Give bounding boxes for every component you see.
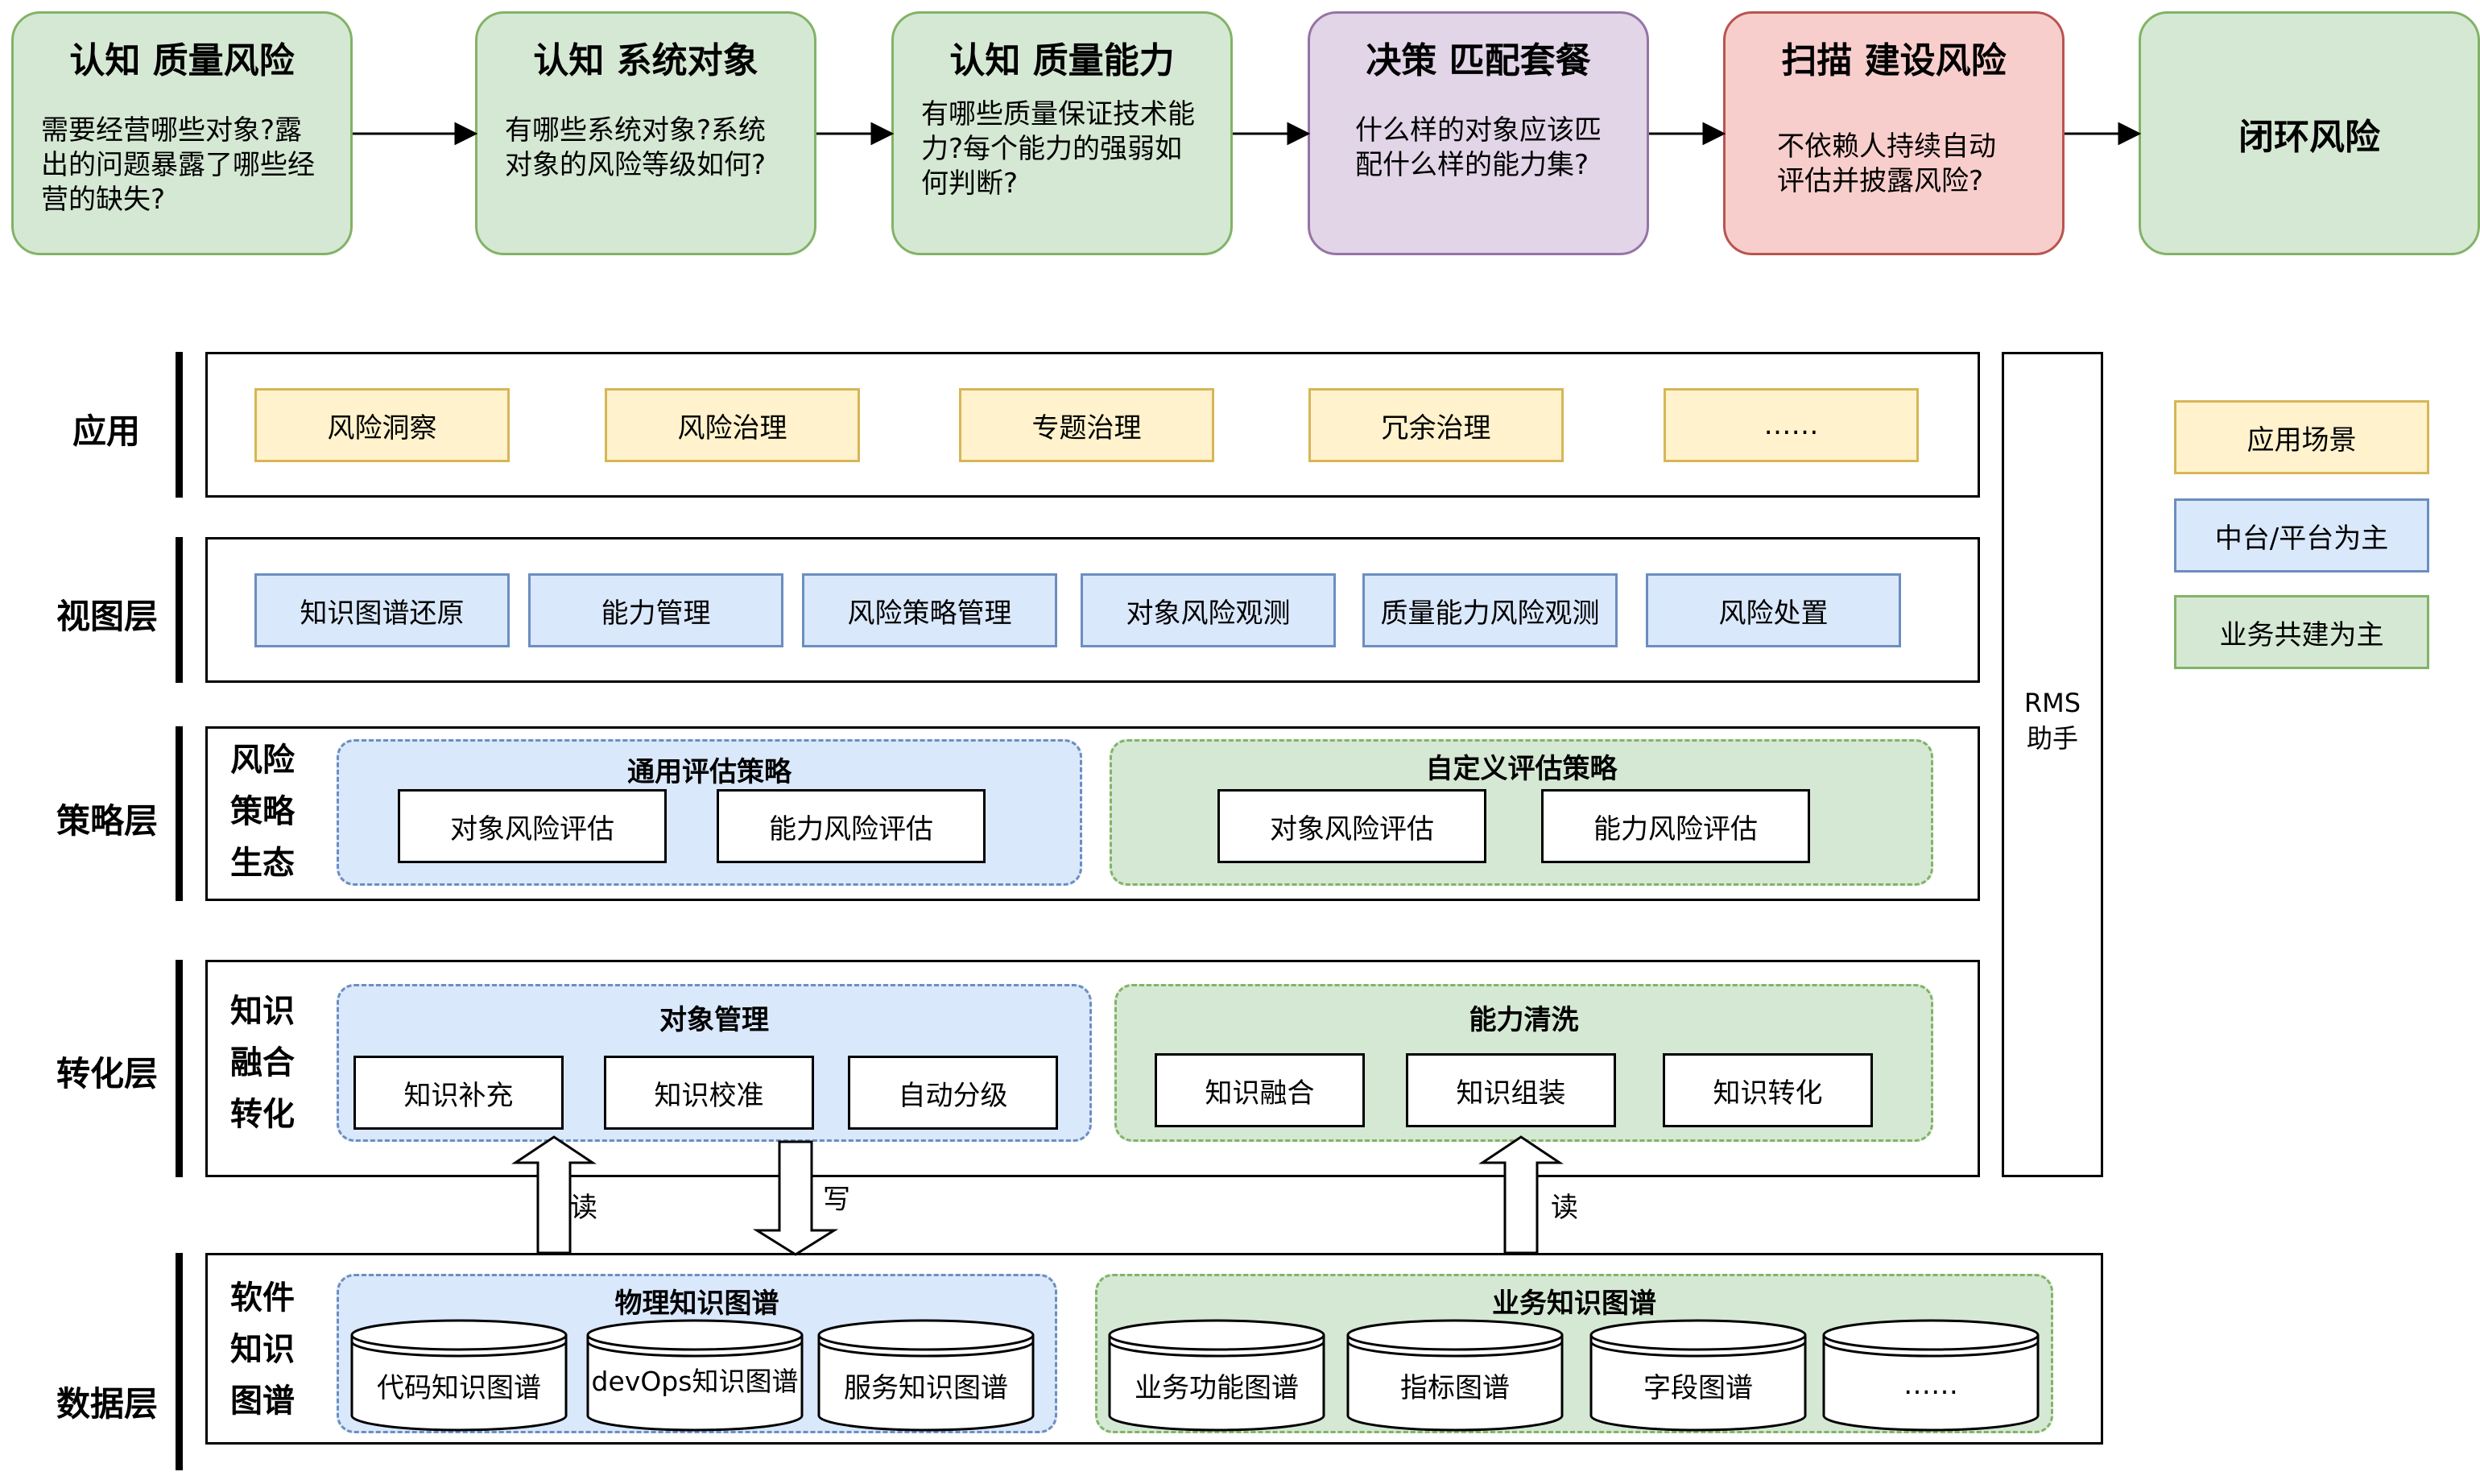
app-item: 风险治理 [605,388,860,462]
stage-question: 有哪些质量保证技术能力?每个能力的强弱如何判断? [921,98,1195,200]
stage-3: 认知 质量能力 有哪些质量保证技术能力?每个能力的强弱如何判断? [891,11,1233,255]
side-label-line: 风险 [230,742,295,779]
group-title: 能力清洗 [1469,1004,1579,1036]
group-title: 自定义评估策略 [1425,753,1618,785]
cylinder-label: 代码知识图谱 [377,1371,541,1404]
side-label-line: 软件 [230,1279,295,1317]
flow-arrowhead [1702,122,1726,146]
strategy-item: 对象风险评估 [1217,789,1486,863]
app-item: 专题治理 [959,388,1214,462]
flow-arrowhead [2118,122,2142,146]
side-label-line: 生态 [230,845,295,882]
cylinder-label: 服务知识图谱 [844,1371,1008,1404]
read-arrow [1478,1135,1564,1255]
side-label-line: 转化 [230,1096,295,1133]
group-title: 对象管理 [659,1004,769,1036]
read-label: 读 [570,1192,597,1224]
view-item: 风险策略管理 [802,573,1057,647]
stage-1: 认知 质量风险 需要经营哪些对象?露出的问题暴露了哪些经营的缺失? [11,11,353,255]
cylinder-label: 指标图谱 [1400,1371,1510,1404]
view-item: 对象风险观测 [1081,573,1336,647]
stage-question: 有哪些系统对象?系统对象的风险等级如何? [505,114,767,181]
group-title: 通用评估策略 [627,756,792,788]
stage-title: 闭环风险 [2238,116,2380,158]
side-label-line: 知识 [230,993,295,1030]
rms-assistant-panel: RMS助手 [2002,352,2103,1177]
group-title: 业务知识图谱 [1492,1288,1656,1320]
cylinder-label: 业务功能图谱 [1135,1371,1299,1404]
transform-item: 自动分级 [848,1056,1058,1130]
stage-title: 认知 质量能力 [949,40,1175,81]
layer-bar [176,537,183,683]
cylinder-label: 字段图谱 [1643,1371,1753,1404]
write-label: 写 [823,1184,850,1216]
layer-label-app: 应用 [72,411,141,451]
transform-item: 知识校准 [604,1056,814,1130]
strategy-item: 能力风险评估 [717,789,986,863]
view-item: 知识图谱还原 [254,573,510,647]
flow-arrowhead [870,122,895,146]
layer-bar [176,352,183,498]
group-title: 物理知识图谱 [614,1288,779,1320]
legend-app-scenario: 应用场景 [2174,400,2429,474]
transform-side-label: 知识 融合 转化 [230,986,303,1140]
app-item: 风险洞察 [254,388,510,462]
stage-title: 扫描 建设风险 [1781,40,2007,81]
layer-label-view: 视图层 [56,597,159,636]
cylinder-label: devOps知识图谱 [591,1366,799,1397]
transform-item: 知识转化 [1663,1053,1873,1127]
stage-question: 需要经营哪些对象?露出的问题暴露了哪些经营的缺失? [41,114,315,216]
stage-4: 决策 匹配套餐 什么样的对象应该匹配什么样的能力集? [1308,11,1649,255]
side-label-line: 知识 [230,1331,295,1368]
transform-item: 知识组装 [1406,1053,1616,1127]
flow-arrowhead [1287,122,1311,146]
layer-label-data: 数据层 [56,1384,159,1424]
app-item: 冗余治理 [1308,388,1564,462]
flow-arrowhead [454,122,478,146]
transform-item: 知识融合 [1155,1053,1365,1127]
data-side-label: 软件 知识 图谱 [230,1272,303,1427]
view-item: 质量能力风险观测 [1362,573,1618,647]
rms-label: RMS助手 [2023,687,2081,754]
side-label-line: 融合 [230,1044,295,1081]
stage-flow-arrows [353,122,2142,146]
stage-title: 决策 匹配套餐 [1366,40,1591,81]
read-label: 读 [1551,1192,1578,1224]
transform-item: 知识补充 [353,1056,564,1130]
strategy-side-label: 风险 策略 生态 [230,734,303,889]
stage-question: 不依赖人持续自动评估并披露风险? [1777,130,1996,197]
side-label-line: 图谱 [230,1383,295,1420]
legend-platform: 中台/平台为主 [2174,498,2429,573]
layer-bar [176,1253,183,1470]
write-arrow [752,1140,839,1256]
view-item: 能力管理 [528,573,783,647]
cylinder-label: …… [1903,1369,1958,1401]
strategy-item: 对象风险评估 [398,789,667,863]
layer-bar [176,726,183,901]
view-item: 风险处置 [1646,573,1901,647]
stage-title: 认知 系统对象 [533,40,758,81]
read-arrow [511,1135,597,1255]
layer-label-transform: 转化层 [56,1054,159,1093]
stage-question: 什么样的对象应该匹配什么样的能力集? [1355,114,1602,181]
stage-5: 扫描 建设风险 不依赖人持续自动评估并披露风险? [1723,11,2065,255]
side-label-line: 策略 [230,793,295,830]
layer-bar [176,960,183,1177]
stage-2: 认知 系统对象 有哪些系统对象?系统对象的风险等级如何? [475,11,816,255]
legend-business: 业务共建为主 [2174,595,2429,669]
app-item: …… [1664,388,1919,462]
strategy-item: 能力风险评估 [1541,789,1810,863]
stage-title: 认知 质量风险 [69,40,295,81]
layer-label-strategy: 策略层 [56,801,159,841]
